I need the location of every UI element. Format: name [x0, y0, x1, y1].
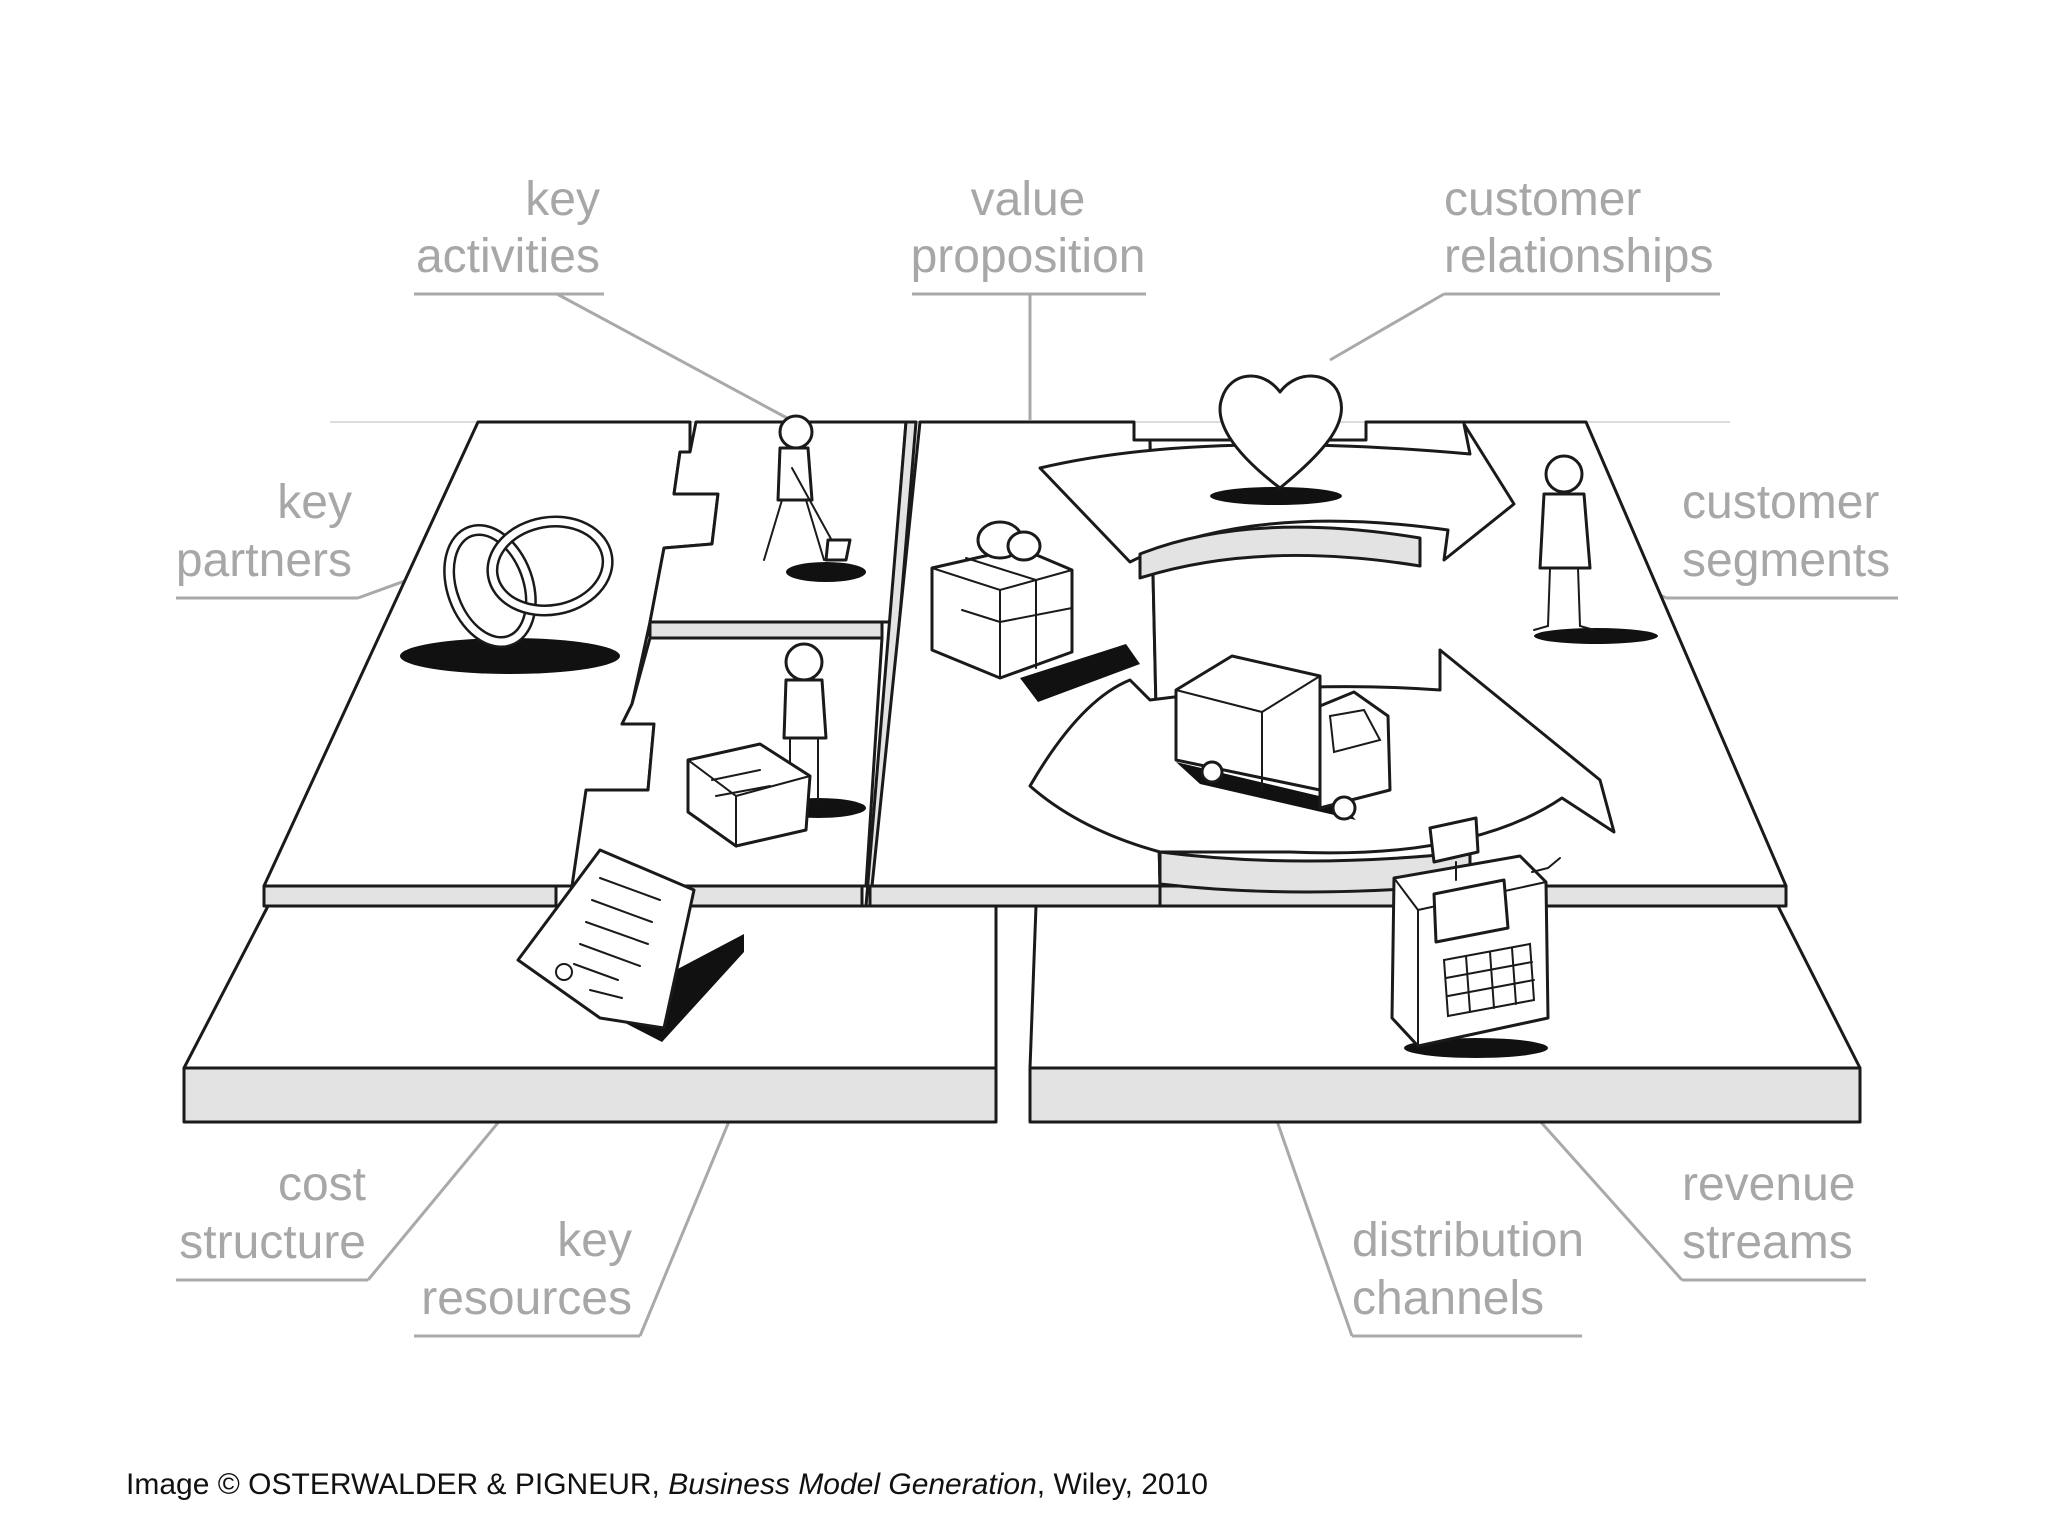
label-key-activities-line2: activities	[416, 230, 600, 283]
label-revenue-streams-line2: streams	[1682, 1216, 1853, 1269]
cash-register-icon	[1390, 816, 1561, 1058]
label-distribution-channels-line2: channels	[1352, 1272, 1544, 1325]
label-distribution-channels: distribution channels	[1156, 779, 1584, 1338]
gift-box-icon	[930, 520, 1140, 702]
label-cost-structure-line2: structure	[179, 1216, 366, 1269]
person-icon	[1533, 454, 1658, 644]
label-customer-segments-line2: segments	[1682, 534, 1890, 587]
label-customer-segments: customer segments	[1605, 476, 1898, 600]
label-revenue-streams-line1: revenue	[1682, 1158, 1855, 1211]
image-credit: Image © OSTERWALDER & PIGNEUR, Business …	[126, 1468, 1208, 1502]
credit-suffix: , Wiley, 2010	[1036, 1468, 1208, 1501]
label-key-resources-line1: key	[557, 1214, 632, 1267]
credit-prefix: Image © OSTERWALDER & PIGNEUR,	[126, 1468, 660, 1501]
label-cost-structure: cost structure	[176, 1025, 580, 1282]
label-key-activities-line1: key	[525, 173, 600, 226]
label-key-resources: key resources	[414, 867, 836, 1338]
worker-with-machine-icon	[686, 642, 866, 848]
heart-icon	[1210, 374, 1343, 505]
label-key-partners-line1: key	[277, 476, 352, 529]
label-revenue-streams: revenue streams	[1512, 1091, 1866, 1282]
board	[182, 420, 1862, 1124]
credit-book-title: Business Model Generation	[668, 1468, 1037, 1501]
label-key-activities: key activities	[414, 173, 788, 420]
label-value-proposition-line1: value	[971, 173, 1086, 226]
label-key-partners: key partners	[176, 476, 447, 600]
label-value-proposition: value proposition	[911, 173, 1146, 420]
label-key-resources-line2: resources	[421, 1272, 632, 1325]
label-customer-relationships: customer relationships	[1329, 173, 1720, 362]
label-customer-segments-line1: customer	[1682, 476, 1879, 529]
label-customer-relationships-line1: customer	[1444, 173, 1641, 226]
rings-icon	[400, 515, 620, 674]
worker-digging-icon	[763, 414, 866, 582]
label-distribution-channels-line1: distribution	[1352, 1214, 1584, 1267]
label-value-proposition-line2: proposition	[911, 230, 1146, 283]
label-customer-relationships-line2: relationships	[1444, 230, 1713, 283]
truck-icon	[1174, 654, 1392, 821]
label-cost-structure-line1: cost	[278, 1158, 366, 1211]
label-key-partners-line2: partners	[176, 534, 352, 587]
document-icon	[516, 848, 744, 1042]
